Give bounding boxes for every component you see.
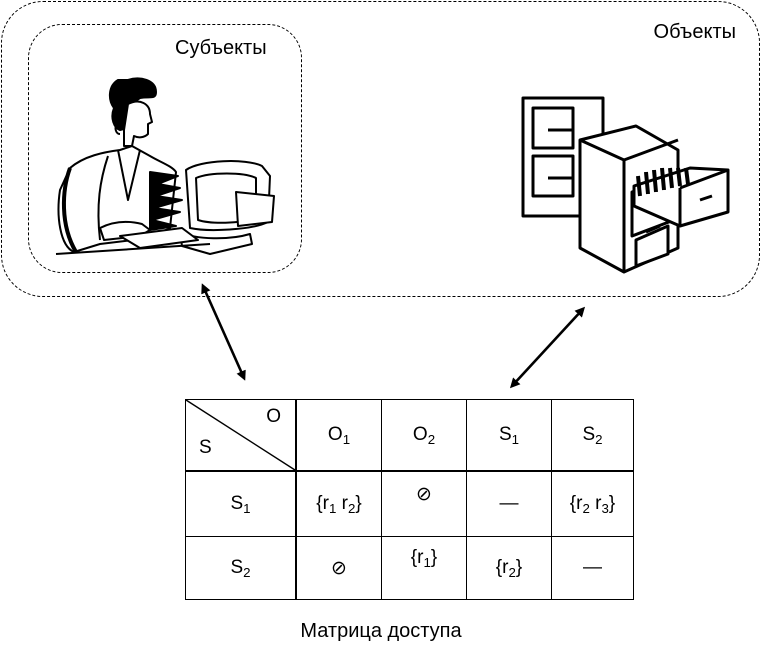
objects-region bbox=[1, 1, 760, 297]
cell-value: — bbox=[499, 493, 519, 514]
objects-matrix-arrow bbox=[509, 306, 586, 389]
objects-label: Объекты bbox=[653, 21, 736, 43]
matrix-cell: ⊘ bbox=[381, 470, 467, 537]
cell-value: {r1 r2} bbox=[316, 493, 362, 516]
corner-cell: O S bbox=[185, 399, 297, 472]
cell-value: ⊘ bbox=[416, 483, 432, 505]
cell-value: {r2} bbox=[495, 557, 523, 580]
matrix-cell: {r2} bbox=[466, 536, 552, 600]
table-row: S2 ⊘ {r1} {r2} — bbox=[185, 536, 634, 600]
col-header-o2: O2 bbox=[381, 399, 467, 472]
col-header-s2: S2 bbox=[551, 399, 634, 472]
row-header-s1: S1 bbox=[185, 470, 297, 537]
corner-objects-label: O bbox=[266, 406, 281, 427]
matrix-cell: — bbox=[551, 536, 634, 600]
person-at-computer-icon bbox=[55, 77, 275, 255]
table-row: S1 {r1 r2} ⊘ — {r2 r3} bbox=[185, 470, 634, 537]
subjects-region bbox=[28, 24, 302, 273]
subjects-matrix-arrow bbox=[201, 283, 246, 381]
col-header-o1: O1 bbox=[295, 399, 382, 472]
subjects-label: Субъекты bbox=[175, 37, 267, 59]
matrix-cell: {r1} bbox=[381, 536, 467, 600]
cell-value: — bbox=[583, 557, 602, 578]
matrix-cell: {r1 r2} bbox=[295, 470, 382, 537]
corner-subjects-label: S bbox=[199, 437, 212, 458]
matrix-cell: — bbox=[466, 470, 552, 537]
access-matrix: O S O1 O2 S1 S2 S1 {r1 r2} ⊘ — {r2 r3} S… bbox=[185, 399, 634, 600]
row-header-s2: S2 bbox=[185, 536, 297, 600]
cell-value: ⊘ bbox=[331, 557, 347, 579]
col-header-s1: S1 bbox=[466, 399, 552, 472]
cell-value: {r2 r3} bbox=[569, 493, 616, 516]
cell-value: {r1} bbox=[410, 547, 438, 570]
matrix-cell: ⊘ bbox=[295, 536, 382, 600]
matrix-cell: {r2 r3} bbox=[551, 470, 634, 537]
filing-cabinet-icon bbox=[521, 96, 730, 274]
caption: Матрица доступа bbox=[300, 620, 462, 642]
